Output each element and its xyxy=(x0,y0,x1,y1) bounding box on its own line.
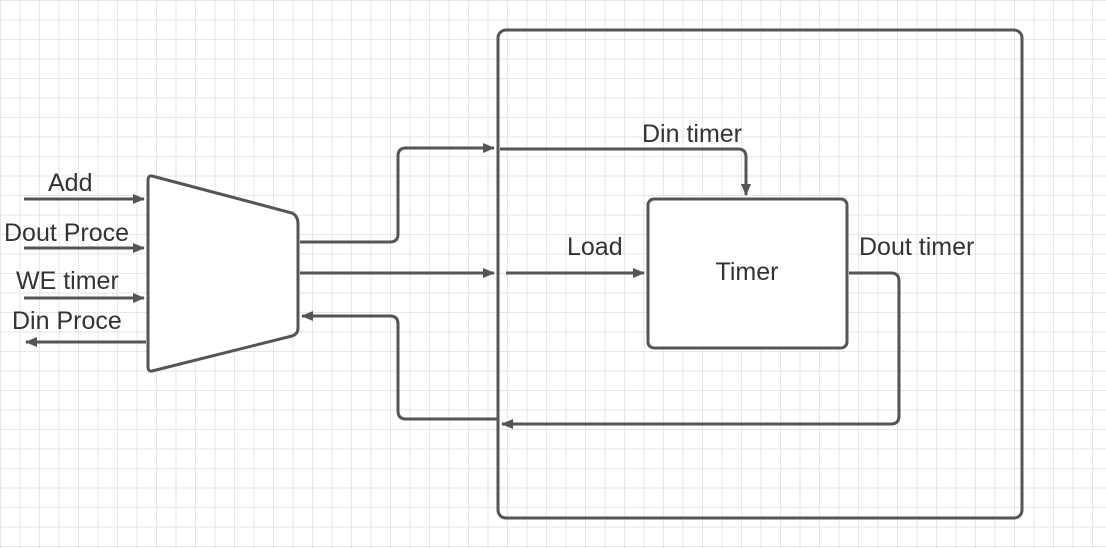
label-load: Load xyxy=(567,233,623,261)
label-we-timer: WE timer xyxy=(16,267,119,295)
timer-block-title: Timer xyxy=(716,258,779,286)
block-to-mux-feedback-arrow xyxy=(301,311,498,421)
label-din-timer: Din timer xyxy=(642,120,742,148)
mux-to-block-upper-arrow xyxy=(300,143,495,244)
label-din-proce: Din Proce xyxy=(12,307,122,335)
timer-block xyxy=(646,197,849,350)
label-add: Add xyxy=(48,169,92,197)
label-dout-proce: Dout Proce xyxy=(4,219,129,247)
dout-timer-arrow xyxy=(501,271,901,429)
mux-trapezoid xyxy=(146,174,300,373)
outer-block xyxy=(496,28,1024,520)
din-timer-arrow xyxy=(500,147,751,196)
label-dout-timer: Dout timer xyxy=(859,233,974,261)
